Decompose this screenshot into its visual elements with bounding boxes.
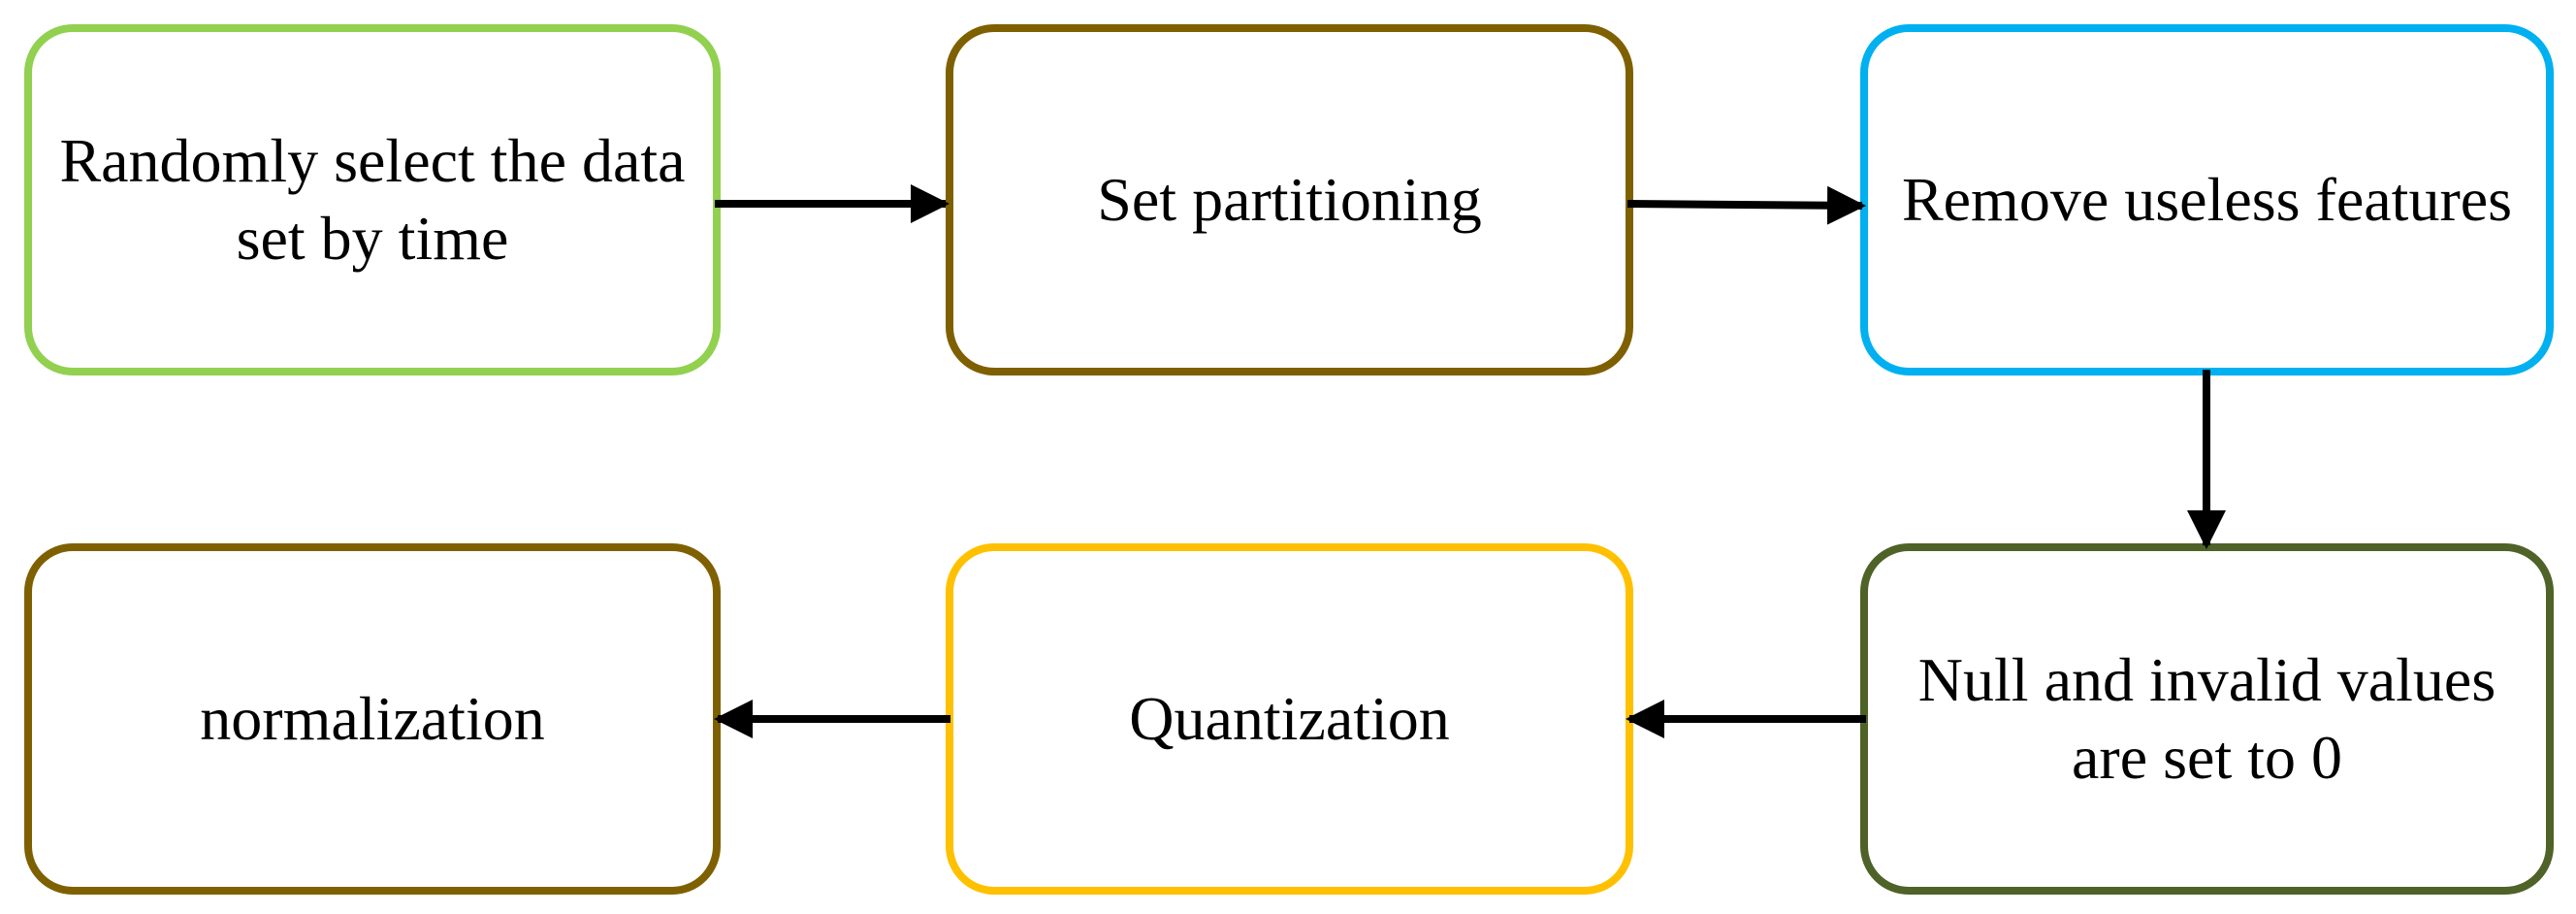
step-set-partitioning-box: Set partitioning <box>946 24 1633 375</box>
step-normalization-label: normalization <box>200 684 545 753</box>
step-null-invalid-box: Null and invalid values are set to 0 <box>1860 543 2554 895</box>
step-quantization-label: Quantization <box>1129 684 1450 753</box>
step-null-invalid-label: Null and invalid values are set to 0 <box>1917 645 2496 792</box>
step-remove-features-label: Remove useless features <box>1901 165 2513 234</box>
step-set-partitioning-label: Set partitioning <box>1097 165 1482 234</box>
step-normalization-box: normalization <box>24 543 721 895</box>
step-random-select-box: Randomly select the data set by time <box>24 24 721 375</box>
step-quantization-box: Quantization <box>946 543 1633 895</box>
step-random-select-label: Randomly select the data set by time <box>59 126 686 273</box>
step-remove-features-box: Remove useless features <box>1860 24 2554 375</box>
arrow-partition-to-remove <box>1626 185 1866 225</box>
